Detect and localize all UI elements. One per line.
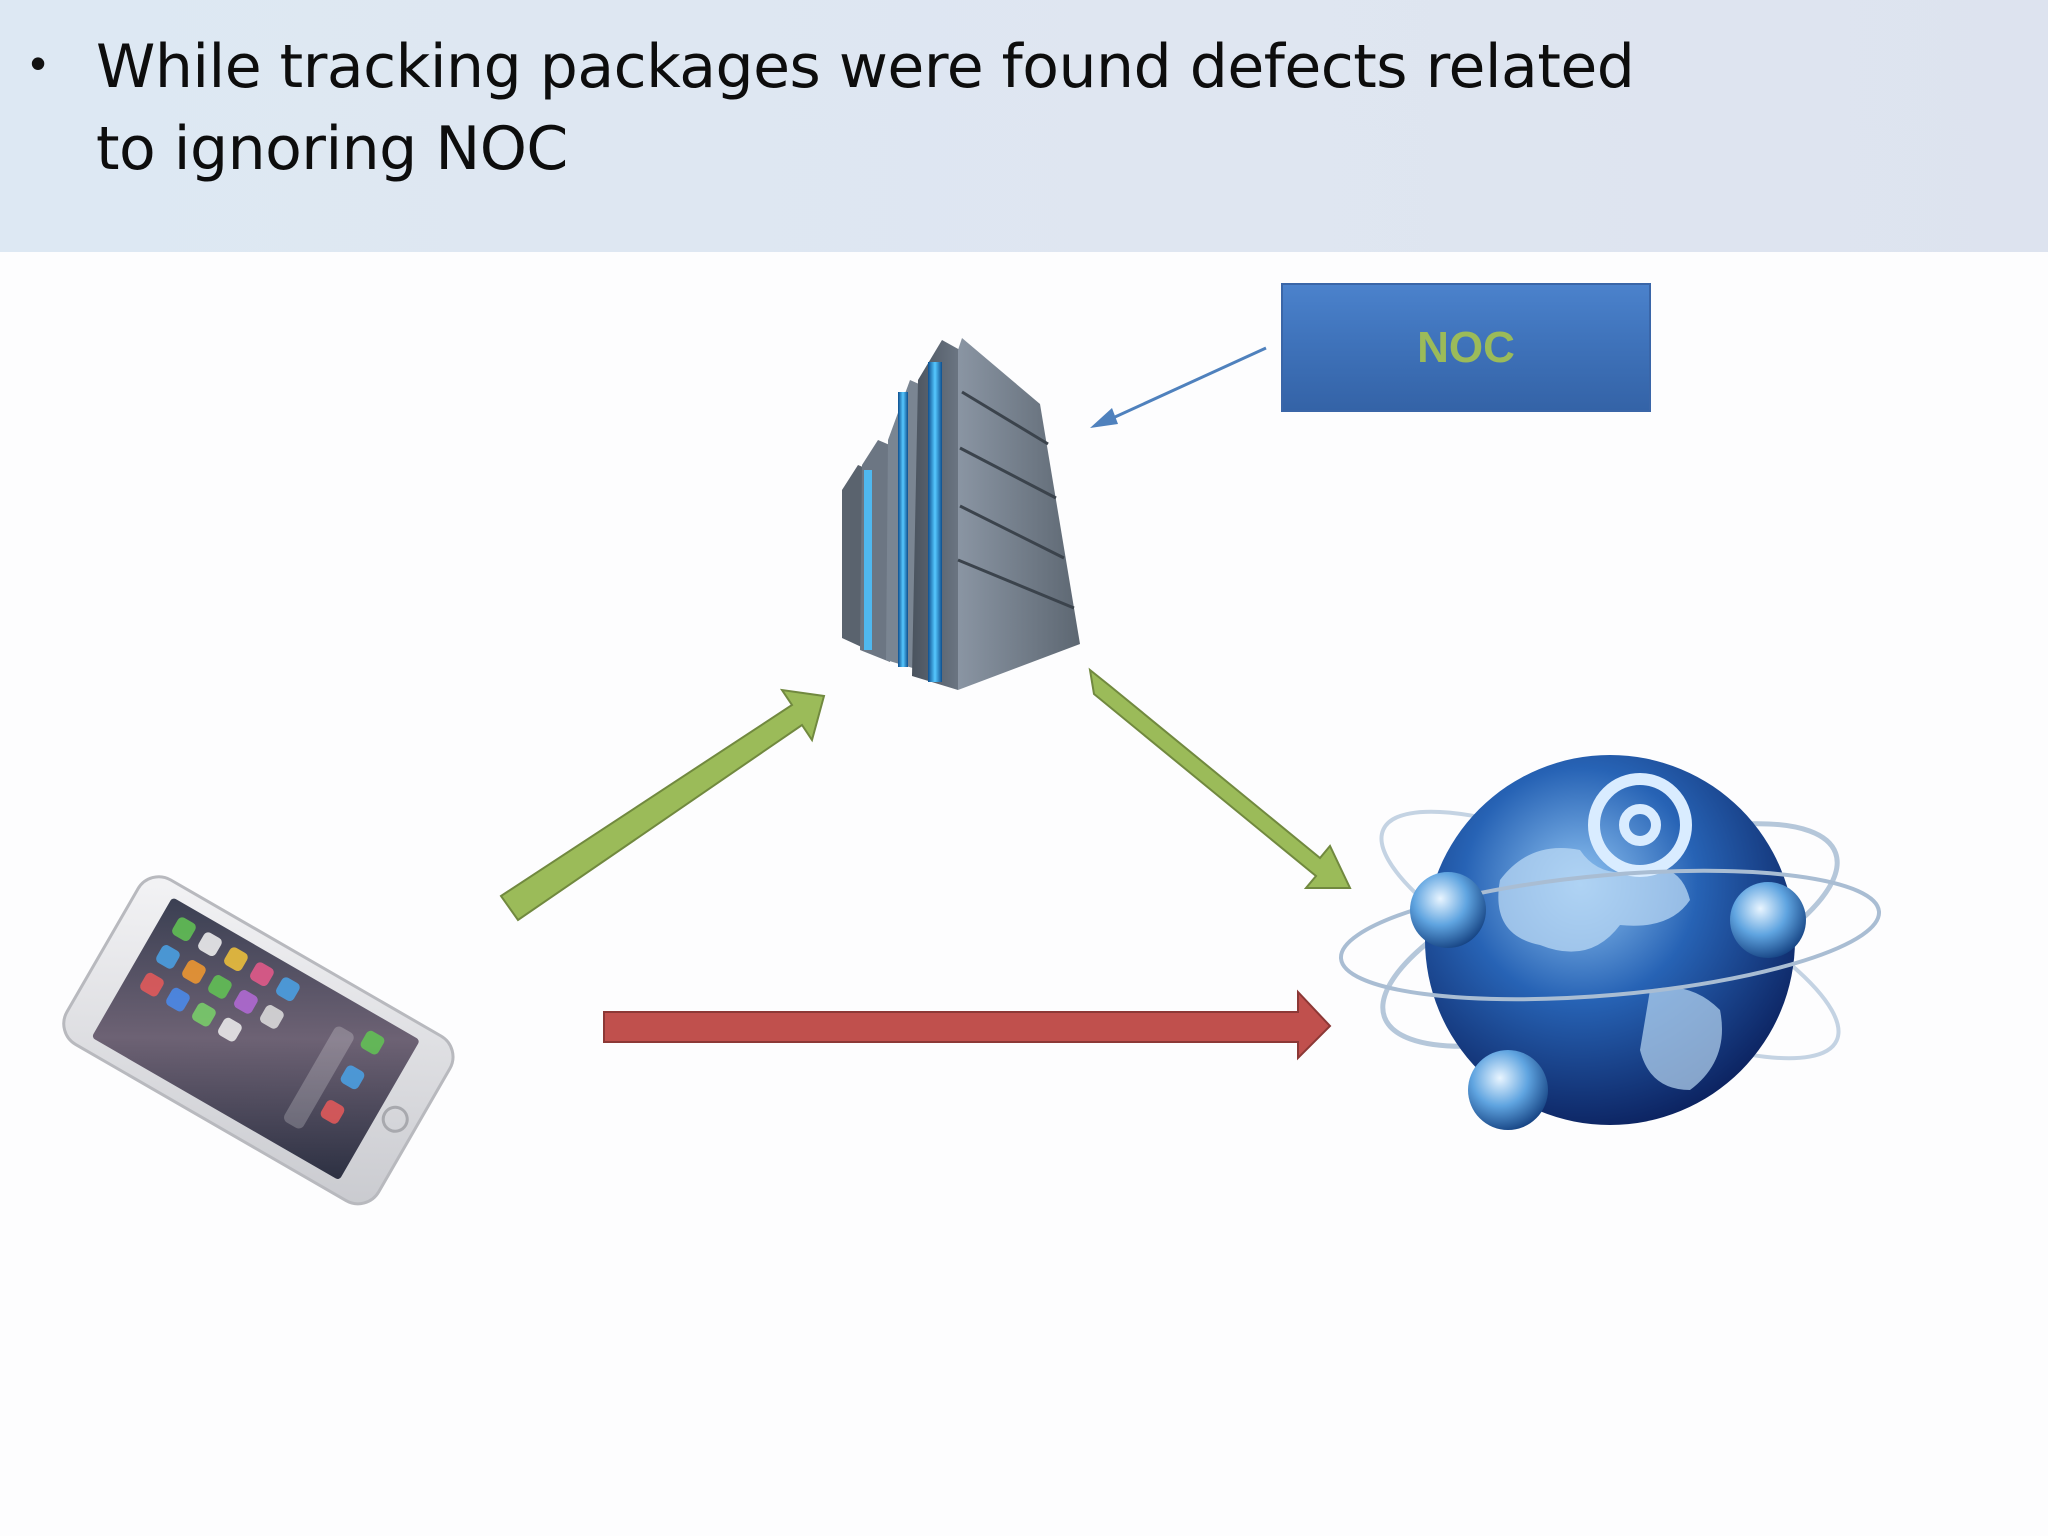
server-tower-icon bbox=[842, 338, 1080, 690]
noc-box: NOC bbox=[1281, 283, 1651, 412]
server-to-internet-arrow bbox=[1088, 667, 1352, 889]
bullet-text: While tracking packages were found defec… bbox=[96, 32, 1635, 184]
slide-header: • While tracking packages were found def… bbox=[0, 0, 2048, 252]
phone-to-internet-arrow bbox=[603, 989, 1332, 1061]
noc-label: NOC bbox=[1417, 322, 1515, 372]
smartphone-icon bbox=[62, 875, 455, 1206]
internet-globe-icon bbox=[1338, 755, 1882, 1130]
noc-to-server-arrow bbox=[1090, 346, 1267, 428]
bullet-marker: • bbox=[30, 37, 47, 89]
phone-to-server-arrow bbox=[499, 688, 826, 922]
